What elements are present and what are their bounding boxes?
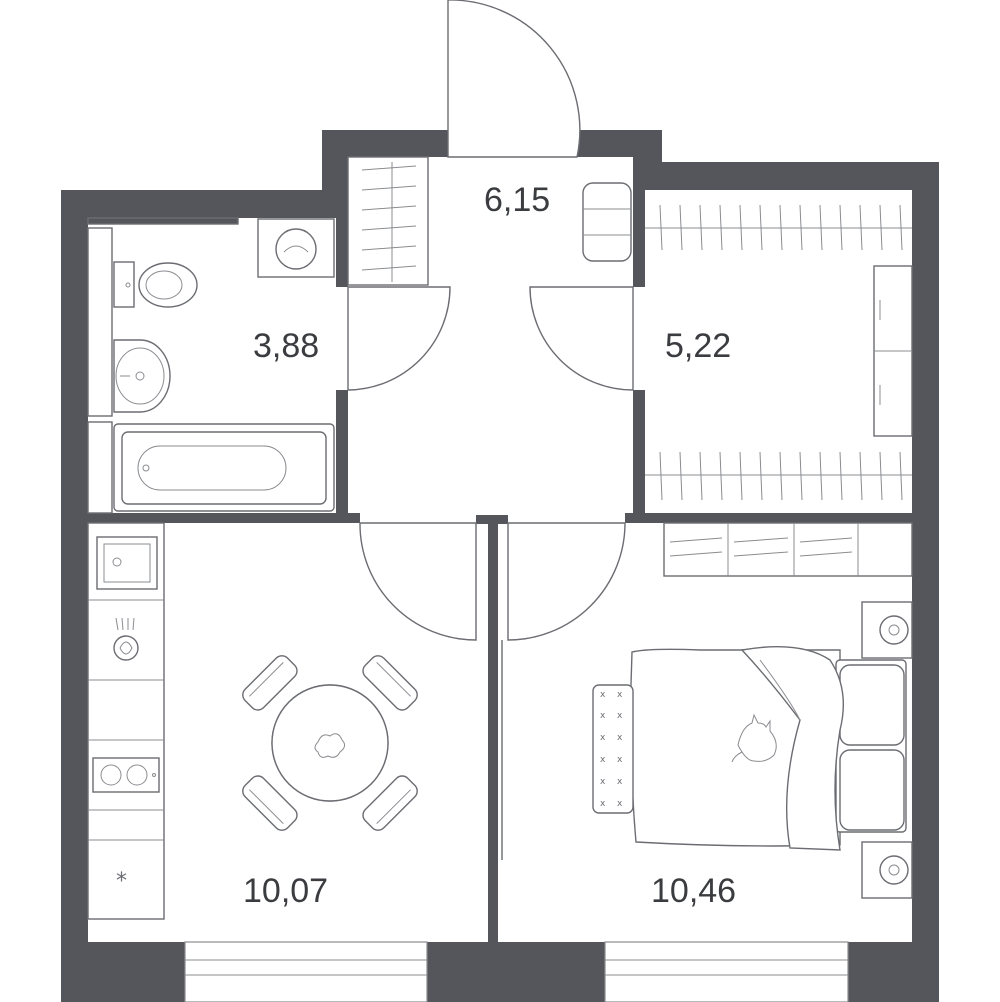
entrance-door [447, 0, 581, 158]
dresser-icon [873, 265, 913, 437]
bathroom-area-label: 3,88 [253, 327, 319, 365]
svg-text:x: x [617, 711, 623, 721]
wardrobe-door [529, 286, 634, 391]
bathtub-icon [113, 423, 335, 512]
svg-text:*: * [116, 869, 127, 894]
svg-text:x: x [600, 711, 606, 721]
bathroom-door [347, 286, 451, 391]
svg-text:x: x [617, 799, 623, 809]
washing-machine-icon [257, 218, 335, 278]
nightstand-lamp-icon-lower [861, 841, 913, 899]
svg-text:x: x [617, 690, 623, 700]
kitchen-sink-icon [96, 536, 158, 590]
bedroom: x x x x x x x x x x x x 10,46 [592, 522, 913, 910]
kitchen-area-label: 10,07 [243, 872, 328, 910]
nightstand-lamp-icon [861, 601, 913, 659]
bathroom-niche [87, 227, 113, 417]
svg-text:x: x [600, 799, 606, 809]
bathroom: 3,88 [113, 218, 335, 512]
windows [184, 941, 849, 1002]
svg-text:x: x [617, 755, 623, 765]
cooktop-icon [92, 757, 160, 793]
svg-text:x: x [617, 777, 623, 787]
corridor: 6,15 [347, 156, 632, 286]
svg-text:x: x [600, 733, 606, 743]
doors [347, 0, 634, 860]
bedroom-door [507, 522, 626, 641]
fridge-icon: * [116, 869, 127, 894]
bed-icon [629, 646, 907, 851]
hood-icon [113, 617, 139, 661]
dining-table-icon [242, 655, 418, 831]
corridor-area-label: 6,15 [484, 181, 550, 219]
bedroom-area-label: 10,46 [651, 872, 736, 910]
sink-icon [113, 339, 171, 413]
kitchen: * 10,07 [87, 522, 418, 920]
svg-text:x: x [600, 690, 606, 700]
kitchen-door [359, 522, 477, 641]
bedroom-shelves [663, 522, 913, 577]
svg-text:x: x [600, 755, 606, 765]
wardrobe-area-label: 5,22 [665, 327, 731, 365]
cat-icon [731, 713, 777, 763]
pouf-icon [582, 182, 632, 262]
toilet-icon [113, 261, 198, 308]
shoe-rack-icon [347, 156, 429, 286]
walls [61, 130, 939, 1002]
wardrobe: 5,22 [645, 204, 913, 501]
svg-text:x: x [600, 777, 606, 787]
wardrobe-rails-icon [645, 204, 912, 501]
bathroom-niche-lower [87, 421, 113, 514]
svg-text:x: x [617, 733, 623, 743]
bench-icon: x x x x x x x x x x x x [592, 684, 634, 814]
